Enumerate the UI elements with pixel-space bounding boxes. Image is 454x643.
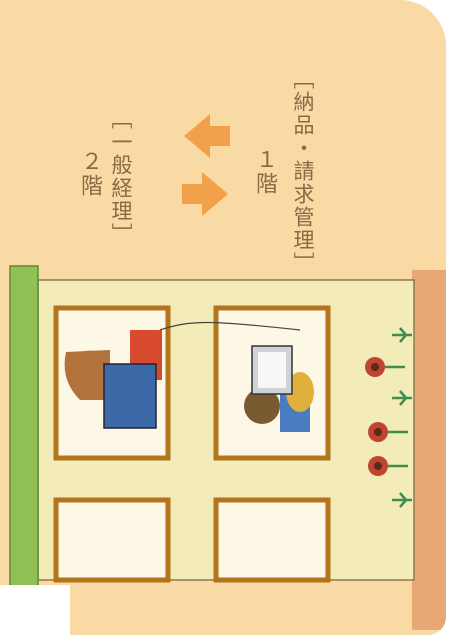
ground: [412, 270, 446, 630]
computer-monitor-icon: [251, 345, 293, 395]
flower-icon: [365, 357, 405, 377]
flower-icon: [368, 456, 408, 476]
computer-monitor-icon: [103, 363, 157, 429]
flower-icon: [368, 422, 408, 442]
floor-2-label: ２階: [77, 150, 102, 198]
person-icon: [244, 372, 314, 432]
floor-2-department: ［一般経理］: [109, 108, 133, 246]
arrow-up-icon: [184, 114, 230, 158]
window-1f-side: [213, 497, 331, 583]
roof-band: [9, 265, 39, 587]
building-illustration: [9, 265, 446, 630]
window-2f-side: [53, 497, 171, 583]
illustration-card: ２階 ［一般経理］ １階 ［納品・請求管理］: [0, 0, 446, 635]
paper-corner: [0, 585, 70, 635]
floor-1-department: ［納品・請求管理］: [291, 68, 315, 275]
network-cable: [159, 321, 301, 331]
floor-1-label: １階: [252, 148, 277, 196]
floor-transfer-arrows: [182, 114, 230, 216]
plant-leaves: [392, 327, 412, 508]
arrow-down-icon: [182, 172, 228, 216]
